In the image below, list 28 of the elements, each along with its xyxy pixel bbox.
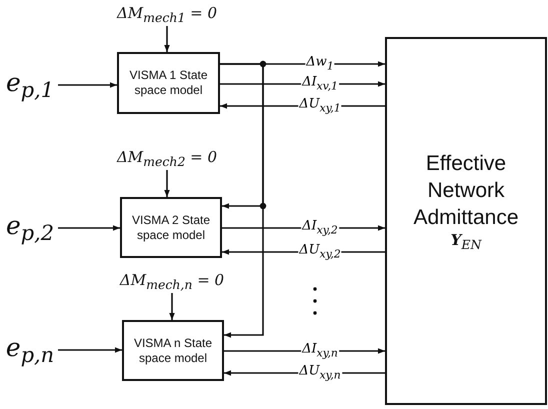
arrow [164,26,170,52]
block-label: VISMA 1 State space model [128,68,209,98]
arrow [58,82,117,88]
arrow [220,63,264,338]
arrow [58,225,120,231]
block-label: VISMA n State space model [132,336,214,366]
input-label: e$_{p,1}$ [6,68,54,102]
input-label: e$_{p,n}$ [6,333,54,367]
arrow [169,293,175,320]
input-label: ΔM$_{mech2}$ = 0 [116,148,218,168]
block-box [385,37,547,405]
arrow [58,347,122,353]
edge-label: ΔI$_{xy,2}$ [301,218,339,238]
block-label: VISMA 2 State space model [130,212,212,242]
block-box [122,320,224,381]
edge-label: ΔI$_{xv,1}$ [301,74,339,94]
block-label: Effective Network Admittance [412,151,520,231]
input-label: ΔM$_{mech,n}$ = 0 [120,270,224,292]
block-box [120,197,222,258]
block-box [117,52,220,114]
symbol-label: Y$_{EN}$ [450,231,482,252]
input-label: ΔM$_{mech1}$ = 0 [116,4,218,24]
arrow [164,170,170,197]
edge-label: ΔU$_{xy,2}$ [298,242,342,262]
input-label: e$_{p,2}$ [6,211,54,245]
edge-label: ΔU$_{xy,n}$ [298,364,342,382]
edge-label: ΔI$_{xy,n}$ [301,342,339,360]
edge-label: ΔU$_{xy,1}$ [298,96,342,116]
